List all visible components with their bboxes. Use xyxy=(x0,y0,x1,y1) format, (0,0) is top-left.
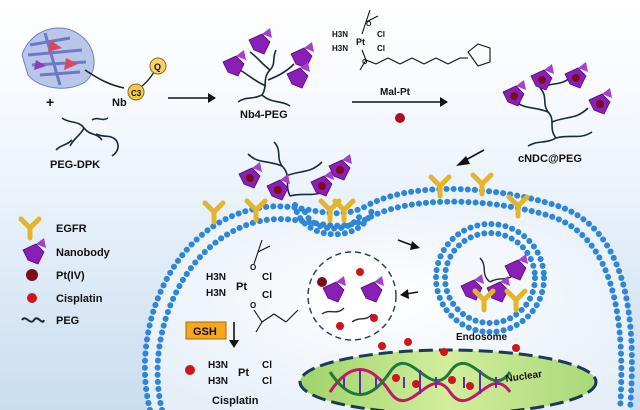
nb-label: Nb xyxy=(112,97,127,109)
malpt-pt: Pt xyxy=(356,37,365,47)
legend-cisplatin-label: Cisplatin xyxy=(56,293,103,305)
arrow-to-nb4peg xyxy=(168,93,216,103)
mal-pt-dot xyxy=(395,113,405,123)
cell-cl-bottom: Cl xyxy=(262,290,272,301)
legend-egfr: EGFR xyxy=(21,219,87,238)
cytoplasm-cisplatin-dots xyxy=(378,338,520,356)
legend-peg: PEG xyxy=(21,315,79,327)
malpt-o-top: O xyxy=(366,21,372,28)
legend-nanobody-label: Nanobody xyxy=(56,247,111,259)
malpt-o-bottom: O xyxy=(362,59,368,66)
legend-pt4: Pt(IV) xyxy=(26,269,85,282)
legend: EGFR Nanobody Pt(IV) Cisplatin PEG xyxy=(21,219,111,327)
cisplatin-h3n-top: H3N xyxy=(208,360,228,371)
peg-dpk-label: PEG-DPK xyxy=(50,159,100,171)
legend-peg-label: PEG xyxy=(56,315,79,327)
peg-dpk-polymer xyxy=(55,117,119,157)
endosome-label: Endosome xyxy=(456,332,508,343)
arrow-down-gsh xyxy=(229,322,239,348)
cell-h3n-bottom: H3N xyxy=(206,288,226,299)
dna-helix xyxy=(328,362,512,402)
malpt-h3n-bottom: H3N xyxy=(332,44,348,53)
cell-cl-top: Cl xyxy=(262,272,272,283)
plus-sign: + xyxy=(46,94,54,110)
c3-linker-node xyxy=(127,83,145,101)
malpt-cl-bottom: Cl xyxy=(377,44,385,53)
legend-egfr-label: EGFR xyxy=(56,223,87,235)
gsh-label: GSH xyxy=(193,326,217,338)
cndc-label: cNDC@PEG xyxy=(518,153,582,165)
nb4-peg-conjugate xyxy=(222,27,315,107)
legend-nanobody: Nanobody xyxy=(22,237,111,265)
cisplatin-h3n-bottom: H3N xyxy=(208,376,228,387)
endosome xyxy=(433,221,547,335)
nb4-peg-label: Nb4-PEG xyxy=(240,109,288,121)
bound-cndc xyxy=(238,141,353,201)
legend-cisplatin: Cisplatin xyxy=(27,293,103,305)
release-vesicle xyxy=(307,251,397,341)
c3-label: C3 xyxy=(131,89,142,98)
nuclear-label: Nuclear xyxy=(505,369,543,385)
cell-o-bottom: O xyxy=(250,301,256,310)
legend-pt4-label: Pt(IV) xyxy=(56,270,85,282)
cisplatin-cl-top: Cl xyxy=(262,360,272,371)
cisplatin-pt: Pt xyxy=(238,367,249,379)
cisplatin-cl-bottom: Cl xyxy=(262,376,272,387)
arrow-to-cell xyxy=(456,149,485,166)
cisplatin-bottom-label: Cisplatin xyxy=(212,395,259,407)
cell-h3n-top: H3N xyxy=(206,272,226,283)
q-label: Q xyxy=(154,62,161,72)
malpt-cl-top: Cl xyxy=(377,30,385,39)
cisplatin-formula: H3N H3N Pt Cl Cl xyxy=(185,360,272,387)
cell-pt: Pt xyxy=(236,281,247,293)
arrow-to-endosome xyxy=(397,239,420,250)
arrow-to-release xyxy=(400,289,419,299)
endocytic-pocket xyxy=(292,201,375,238)
nanobody-protein-structure xyxy=(21,27,125,89)
gsh-box: GSH xyxy=(185,321,227,340)
q-node xyxy=(149,57,167,75)
cndc-peg-conjugate xyxy=(502,61,613,147)
pt4-formula-cell: H3N H3N Pt Cl Cl O O xyxy=(206,239,299,333)
malpt-h3n-top: H3N xyxy=(332,30,348,39)
mal-pt-label: Mal-Pt xyxy=(380,87,411,98)
cell-o-top: O xyxy=(250,263,256,272)
nucleus xyxy=(298,348,598,410)
mal-pt-structure: H3N H3N Pt Cl Cl O O xyxy=(332,9,491,71)
arrow-to-cndc xyxy=(352,97,448,107)
